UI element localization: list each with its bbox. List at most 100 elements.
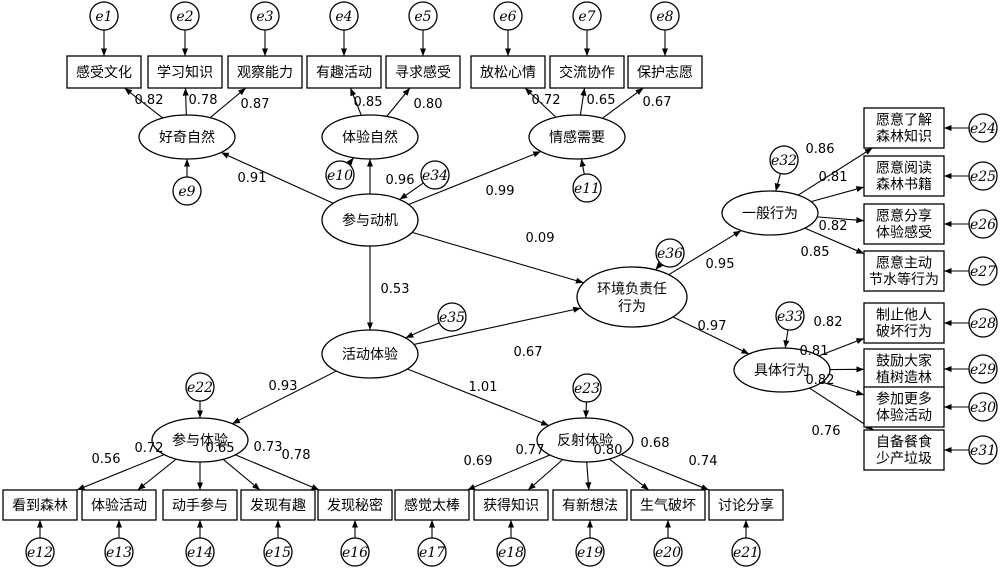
- error-term-label: e8: [656, 9, 673, 25]
- observed-variable-label: 获得知识: [483, 497, 539, 514]
- observed-variable-box: [162, 489, 238, 521]
- error-term-circle: [731, 537, 761, 567]
- error-term-circle: [170, 1, 200, 31]
- observed-variable-label: 放松心情: [480, 65, 536, 81]
- path-responsible-specific: [672, 316, 750, 355]
- latent-variable-ellipse: [321, 193, 419, 247]
- observed-variable-label: 寻求感受: [395, 64, 451, 81]
- latent-variable-ellipse: [321, 329, 419, 379]
- loading-curiosity-3: [209, 87, 247, 119]
- loading-reflection-1: [467, 454, 551, 491]
- error-term-label: e36: [657, 246, 683, 262]
- observed-variable-box: [227, 55, 303, 89]
- latent-variable-label: 情感需要: [549, 129, 605, 146]
- observed-variable-box: [66, 55, 142, 89]
- error-term-label: e32: [771, 153, 797, 169]
- error-arrow: [579, 158, 586, 175]
- latent-variable-ellipse: [576, 266, 688, 328]
- error-term-label: e17: [419, 545, 445, 561]
- loading-specific-1: [818, 337, 865, 357]
- error-term-circle: [769, 145, 799, 175]
- coefficient-label: 0.53: [381, 282, 410, 297]
- latent-variable-label: 体验自然: [342, 129, 398, 146]
- coefficient-label: 0.80: [414, 97, 443, 112]
- loading-participation-5: [235, 454, 320, 491]
- error-term-circle: [968, 435, 998, 465]
- observed-variable-label: 愿意分享体验感受: [876, 208, 932, 242]
- coefficient-label: 0.82: [135, 93, 164, 108]
- latent-variable-label: 活动体验: [342, 347, 398, 363]
- observed-variable-label: 感受文化: [76, 64, 132, 81]
- error-term-label: e19: [577, 545, 603, 561]
- error-term-label: e30: [970, 400, 996, 416]
- path-motivation-curiosity: [220, 151, 334, 204]
- observed-variable-box: [2, 489, 78, 521]
- error-term-label: e15: [265, 545, 291, 561]
- observed-variable-label: 学习知识: [157, 64, 213, 81]
- error-term-circle: [89, 1, 119, 31]
- coefficient-label: 0.82: [806, 373, 835, 388]
- error-term-label: e11: [574, 181, 600, 197]
- error-term-circle: [775, 301, 805, 331]
- error-term-label: e22: [187, 380, 213, 396]
- error-term-circle: [437, 302, 467, 332]
- error-term-label: e12: [27, 545, 53, 561]
- error-term-label: e26: [970, 217, 996, 233]
- error-term-circle: [650, 1, 680, 31]
- coefficient-label: 0.78: [282, 448, 311, 463]
- loading-general-3: [817, 216, 865, 224]
- loading-reflection-2: [527, 459, 564, 491]
- observed-variable-box: [708, 489, 784, 521]
- latent-variable-label: 好奇自然: [159, 129, 215, 146]
- observed-variable-box: [81, 489, 157, 521]
- observed-variable-box: [863, 155, 945, 197]
- error-term-circle: [250, 1, 280, 31]
- loading-participation-4: [222, 458, 261, 491]
- error-term-circle: [968, 354, 998, 384]
- coefficient-label: 0.95: [706, 257, 735, 272]
- error-term-label: e21: [733, 545, 759, 561]
- error-term-label: e35: [439, 310, 465, 326]
- observed-variable-label: 制止他人破坏行为: [876, 308, 932, 341]
- observed-variable-box: [394, 489, 470, 521]
- coefficient-label: 0.82: [814, 315, 843, 330]
- observed-variable-box: [470, 55, 546, 89]
- loading-general-4: [804, 227, 865, 255]
- error-term-label: e18: [498, 545, 524, 561]
- error-term-label: e5: [414, 9, 431, 25]
- error-arrow: [405, 322, 440, 339]
- observed-variable-box: [863, 250, 945, 292]
- coefficient-label: 0.56: [92, 452, 121, 467]
- coefficient-label: 0.85: [354, 95, 383, 110]
- error-term-circle: [572, 1, 602, 31]
- error-term-circle: [172, 176, 202, 206]
- error-term-label: e1: [95, 9, 112, 25]
- coefficient-label: 0.67: [514, 345, 543, 360]
- error-arrow: [346, 157, 355, 166]
- observed-variable-label: 讨论分享: [718, 497, 774, 514]
- observed-variable-label: 发现有趣: [250, 498, 306, 514]
- path-activity-responsible-behavior: [413, 306, 582, 345]
- loading-reflection-4: [608, 458, 650, 491]
- observed-variable-box: [306, 55, 382, 89]
- error-arrow: [774, 173, 781, 192]
- error-term-circle: [968, 392, 998, 422]
- error-term-circle: [340, 537, 370, 567]
- coefficient-label: 0.97: [698, 319, 727, 334]
- coefficient-label: 0.72: [135, 441, 164, 456]
- loading-experience-1: [349, 87, 362, 116]
- error-term-circle: [325, 160, 355, 190]
- loading-reflection-5: [620, 454, 710, 491]
- error-term-circle: [653, 537, 683, 567]
- observed-variable-label: 鼓励大家植树造林: [876, 353, 932, 387]
- observed-variable-box: [627, 55, 703, 89]
- loading-experience-2: [386, 87, 411, 117]
- observed-variable-label: 愿意了解森林知识: [876, 112, 932, 146]
- loading-specific-3: [821, 381, 865, 396]
- coefficient-label: 0.91: [238, 171, 267, 186]
- coefficient-label: 0.78: [189, 93, 218, 108]
- error-term-circle: [655, 238, 685, 268]
- latent-variable-label: 参与动机: [342, 212, 398, 229]
- error-arrow: [783, 329, 790, 349]
